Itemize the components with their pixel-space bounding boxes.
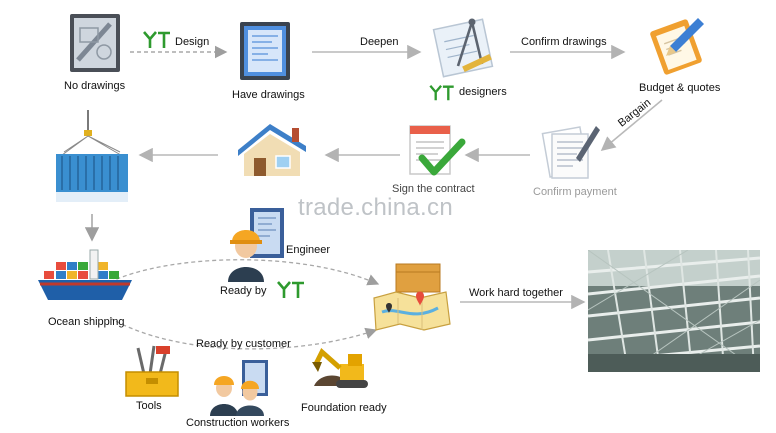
foundation-ready-label: Foundation ready <box>301 402 387 414</box>
cargo-ship-icon <box>36 244 136 310</box>
ready-by-label: Ready by <box>220 285 267 297</box>
document-pen-icon <box>540 124 602 182</box>
clipboard-pencil-icon <box>646 14 708 76</box>
watermark: trade.china.cn <box>298 194 453 221</box>
have-drawings-label: Have drawings <box>232 89 305 101</box>
brand-logo-icon <box>142 30 172 50</box>
deepen-label: Deepen <box>360 36 399 48</box>
design-label: Design <box>175 36 210 48</box>
blueprint-icon <box>238 18 296 84</box>
ocean-shipping-label: Ocean shipping <box>48 316 125 328</box>
site-map-icon <box>368 262 456 334</box>
shipping-container-icon <box>50 110 134 206</box>
no-drawings-label: No drawings <box>64 80 126 92</box>
steel-structure-photo <box>588 250 760 372</box>
ready-by-customer-label: Ready by customer <box>196 338 291 350</box>
excavator-icon <box>310 342 374 398</box>
work-hard-together-label: Work hard together <box>469 287 563 299</box>
designers-label: designers <box>459 86 507 98</box>
brand-logo-small-icon <box>428 84 456 102</box>
arrow-bargain <box>600 99 663 152</box>
construction-workers-label: Construction workers <box>186 417 290 429</box>
sign-contract-label: Sign the contract <box>392 183 475 195</box>
brand-logo-engineer-icon <box>276 280 306 300</box>
budget-quotes-label: Budget & quotes <box>639 82 721 94</box>
arrow-ocean-to-site <box>109 259 380 286</box>
contract-check-icon <box>404 122 466 182</box>
confirm-drawings-label: Confirm drawings <box>521 36 607 48</box>
engineer-icon <box>224 206 288 282</box>
tools-label: Tools <box>136 400 162 412</box>
drafting-tools-icon <box>432 16 496 80</box>
toolbox-icon <box>120 344 184 400</box>
construction-workers-icon <box>206 358 276 416</box>
confirm-payment-label: Confirm payment <box>533 186 617 198</box>
house-icon <box>232 116 312 182</box>
arrow-customer-to-site <box>109 317 378 350</box>
blank-drawing-icon <box>66 12 124 76</box>
engineer-label: Engineer <box>286 244 331 256</box>
